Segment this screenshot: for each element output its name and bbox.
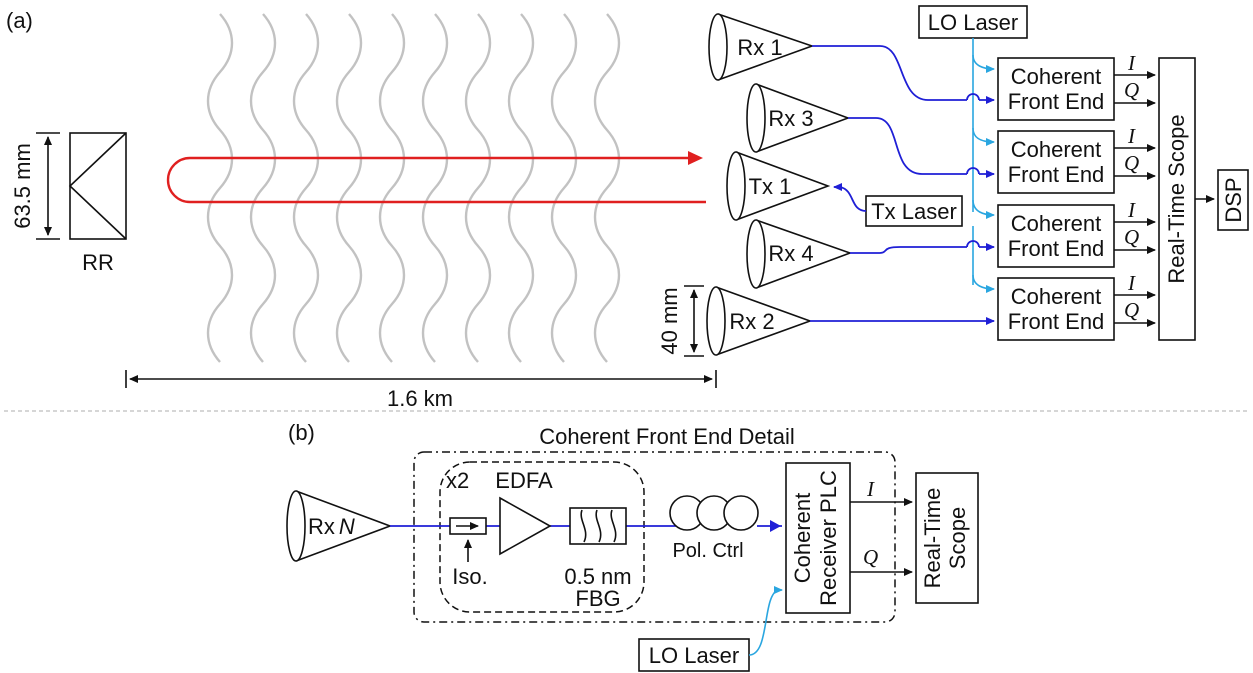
front-end-2: Coherent Front End (997, 130, 1115, 194)
fbg-label: FBG (575, 586, 620, 611)
turbulence-wave-9 (550, 13, 578, 363)
aperture-dimension (684, 285, 704, 357)
plc-label-line1: Coherent (790, 493, 815, 584)
coherent-receiver-plc-box (785, 462, 851, 614)
turbulence-wave-6 (421, 13, 449, 363)
rxn-telescope (286, 490, 393, 562)
fbg-filter (569, 507, 627, 545)
rx1-telescope (708, 13, 815, 81)
real-time-scope-box (1158, 57, 1196, 341)
plc-label-line2: Receiver PLC (816, 470, 841, 606)
turbulence-wave-8 (507, 13, 535, 363)
svg-text:Coherent: Coherent (1011, 64, 1102, 89)
rx4-label: Rx 4 (768, 241, 813, 266)
fe1-q-label: Q (1124, 78, 1139, 102)
rx3-label: Rx 3 (768, 106, 813, 131)
lo-distribution-fibers (972, 38, 995, 293)
tx-laser-label: Tx Laser (871, 199, 957, 224)
iq-outputs (1114, 71, 1156, 327)
fe2-i-label: I (1127, 124, 1136, 148)
isolator (449, 517, 487, 562)
svg-text:Front End: Front End (1008, 309, 1105, 334)
front-end-1: Coherent Front End (997, 57, 1115, 121)
rx1-label: Rx 1 (737, 35, 782, 60)
tx-fiber (833, 183, 867, 212)
dsp-box (1217, 169, 1249, 231)
fe4-i-label: I (1127, 271, 1136, 295)
retroreflector (68, 132, 127, 240)
rx-fibers (810, 45, 994, 325)
panel-b-label: (b) (288, 420, 315, 445)
fe2-q-label: Q (1124, 151, 1139, 175)
tx1-label: Tx 1 (749, 174, 792, 199)
rx2-label: Rx 2 (729, 309, 774, 334)
retroreflector-label: RR (82, 250, 114, 275)
turbulence-wave-1 (206, 13, 234, 363)
edfa-label: EDFA (495, 468, 553, 493)
isolator-label: Iso. (452, 564, 487, 589)
turbulence-wave-7 (464, 13, 492, 363)
svg-text:Front End: Front End (1008, 89, 1105, 114)
lo-laser-label: LO Laser (928, 10, 1019, 35)
turbulence-waves (206, 13, 621, 363)
rr-size-label: 63.5 mm (10, 143, 35, 229)
panel-b-title: Coherent Front End Detail (539, 424, 795, 449)
turbulence-wave-4 (335, 13, 363, 363)
svg-text:Coherent: Coherent (1011, 137, 1102, 162)
rr-size-dimension (36, 132, 60, 240)
tx-laser-box (865, 195, 963, 227)
svg-text:Front End: Front End (1008, 236, 1105, 261)
plc-input-arrowhead (770, 520, 781, 532)
x2-label: x2 (446, 468, 469, 493)
rx4-telescope (746, 219, 853, 289)
lo-laser-box (918, 5, 1028, 39)
distance-dimension (125, 370, 717, 388)
beam-arrowhead (688, 151, 703, 165)
polarization-controller (669, 495, 759, 531)
turbulence-wave-10 (593, 13, 621, 363)
plc-q-label: Q (863, 545, 878, 569)
svg-text:Coherent: Coherent (1011, 284, 1102, 309)
panel-a-label: (a) (6, 8, 33, 33)
lo-laser-b-box (638, 638, 750, 672)
fbg-bandwidth-label: 0.5 nm (564, 564, 631, 589)
pol-ctrl-label: Pol. Ctrl (672, 540, 743, 562)
edfa-amplifier (499, 496, 552, 556)
turbulence-wave-5 (378, 13, 406, 363)
distance-label: 1.6 km (387, 386, 453, 411)
fe4-q-label: Q (1124, 298, 1139, 322)
front-end-4: Coherent Front End (997, 277, 1115, 341)
beam-path (166, 156, 706, 204)
svg-text:Coherent: Coherent (1011, 211, 1102, 236)
scope-b-box (915, 472, 979, 604)
aperture-label: 40 mm (657, 287, 682, 354)
scope-b-label-line2: Scope (945, 507, 970, 569)
scope-b-label-line1: Real-Time (920, 488, 945, 589)
lo-laser-b-fiber (748, 586, 783, 656)
fe1-i-label: I (1127, 51, 1136, 75)
fe3-i-label: I (1127, 198, 1136, 222)
turbulence-wave-2 (249, 13, 277, 363)
real-time-scope-label: Real-Time Scope (1164, 114, 1189, 283)
tx1-telescope (726, 151, 831, 221)
lo-laser-b-label: LO Laser (649, 643, 740, 668)
turbulence-wave-3 (292, 13, 320, 363)
dsp-label: DSP (1221, 177, 1246, 222)
plc-i-label: I (866, 477, 875, 501)
svg-text:Front End: Front End (1008, 162, 1105, 187)
x2-stage-outline (439, 461, 645, 613)
fe3-q-label: Q (1124, 225, 1139, 249)
front-end-detail-outline (413, 451, 896, 623)
front-end-3: Coherent Front End (997, 204, 1115, 268)
